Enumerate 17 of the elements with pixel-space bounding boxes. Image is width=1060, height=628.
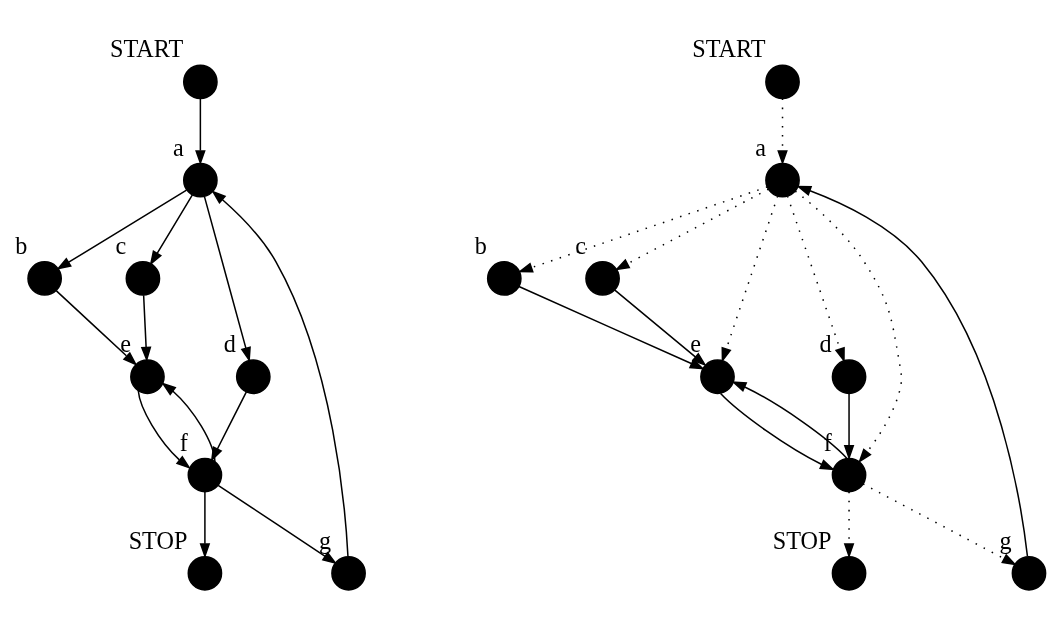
node-label: b xyxy=(474,231,487,259)
node-label: a xyxy=(755,133,766,161)
node-label: c xyxy=(575,231,587,259)
node-label: START xyxy=(110,35,184,63)
node-label: e xyxy=(120,330,131,358)
node-label: d xyxy=(819,330,832,358)
node-label: g xyxy=(319,526,332,554)
node-label: e xyxy=(690,330,701,358)
node-label: a xyxy=(173,133,184,161)
node-label: c xyxy=(115,231,127,259)
node-label: STOP xyxy=(128,526,188,554)
node-label: b xyxy=(15,231,28,259)
node-label: g xyxy=(999,526,1012,554)
node-label: f xyxy=(179,428,188,456)
node-label: d xyxy=(223,330,236,358)
node-label: START xyxy=(692,35,766,63)
node-label: STOP xyxy=(772,526,832,554)
